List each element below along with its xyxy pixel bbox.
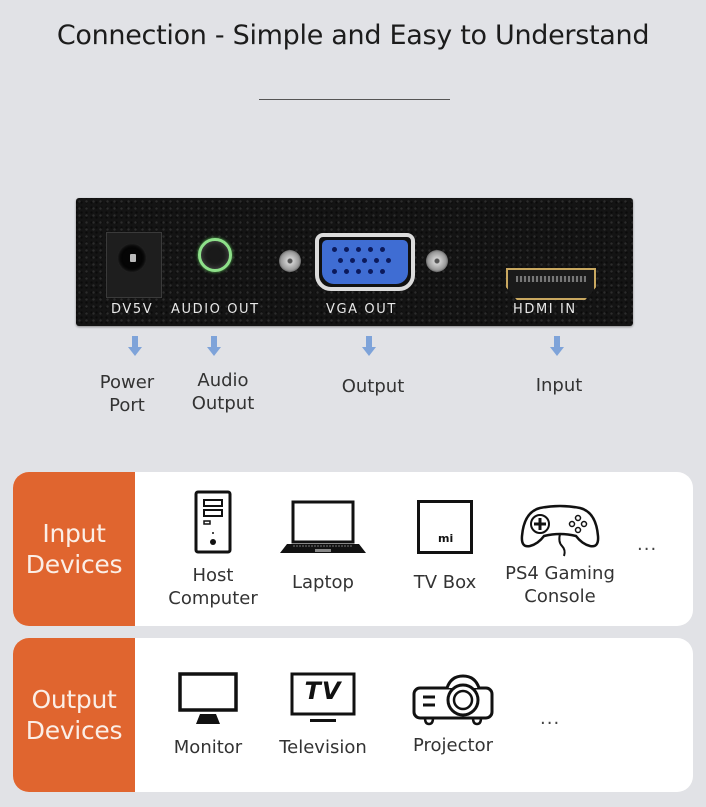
item-label: Computer xyxy=(168,588,258,609)
port-label-vga-out: VGA OUT xyxy=(326,302,397,317)
down-arrow-icon xyxy=(207,336,221,358)
caption-line: Power xyxy=(99,372,155,393)
device-tv-box: mi TV Box xyxy=(405,500,485,594)
device-host-computer: Host Computer xyxy=(163,490,263,610)
caption-line: Output xyxy=(191,393,255,414)
device-projector: Projector xyxy=(403,672,503,757)
item-label: Projector xyxy=(413,735,493,756)
item-label: Television xyxy=(279,737,367,758)
port-label-audio-out: AUDIO OUT xyxy=(171,302,260,317)
item-label: Host xyxy=(192,565,234,586)
vga-port-icon xyxy=(315,233,415,291)
item-label: Monitor xyxy=(173,737,243,758)
screw-icon xyxy=(279,250,301,272)
caption-line: Output xyxy=(341,376,405,397)
output-devices-tab: Output Devices xyxy=(13,638,135,792)
audio-jack-icon xyxy=(198,238,232,272)
desktop-tower-icon xyxy=(194,490,232,554)
item-label: Laptop xyxy=(292,572,354,593)
down-arrow-icon xyxy=(550,336,564,358)
device-ps4-console: PS4 Gaming Console xyxy=(500,502,620,608)
card-title-line: Devices xyxy=(25,716,123,745)
page-title: Connection - Simple and Easy to Understa… xyxy=(56,20,650,51)
converter-device-panel: DV5V AUDIO OUT VGA OUT HDMI IN xyxy=(76,198,633,326)
screw-icon xyxy=(426,250,448,272)
down-arrow-icon xyxy=(128,336,142,358)
input-devices-card: Input Devices Host Computer xyxy=(13,472,693,626)
device-television: TV Television xyxy=(278,672,368,759)
item-label: TV Box xyxy=(413,572,477,593)
laptop-icon xyxy=(279,500,367,554)
item-label: Console xyxy=(524,586,596,607)
title-divider xyxy=(259,99,450,100)
caption-line: Audio xyxy=(197,370,249,391)
output-devices-card: Output Devices Monitor TV Television xyxy=(13,638,693,792)
hdmi-port-icon xyxy=(506,268,596,300)
caption-line: Input xyxy=(535,375,583,396)
projector-icon xyxy=(411,672,495,728)
port-label-hdmi-in: HDMI IN xyxy=(513,302,577,317)
dc-power-jack-icon xyxy=(106,232,162,298)
card-title-line: Output xyxy=(31,685,117,714)
caption-output: Output xyxy=(332,375,414,398)
more-devices-ellipsis: ... xyxy=(540,708,561,729)
input-devices-tab: Input Devices xyxy=(13,472,135,626)
device-monitor: Monitor xyxy=(168,672,248,759)
caption-input: Input xyxy=(525,374,593,397)
card-title-line: Input xyxy=(42,519,106,548)
tv-logo-text: TV xyxy=(304,677,342,705)
caption-audio-output: Audio Output xyxy=(183,369,263,415)
card-title-line: Devices xyxy=(25,550,123,579)
tv-box-icon: mi xyxy=(417,500,473,554)
gamepad-icon xyxy=(520,502,600,558)
device-laptop: Laptop xyxy=(278,500,368,594)
more-devices-ellipsis: ... xyxy=(637,534,658,555)
monitor-icon xyxy=(178,672,238,726)
item-label: PS4 Gaming xyxy=(505,563,615,584)
caption-line: Port xyxy=(109,395,145,416)
down-arrow-icon xyxy=(362,336,376,358)
tv-box-logo: mi xyxy=(438,532,454,545)
port-label-dv5v: DV5V xyxy=(111,302,154,317)
caption-power-port: Power Port xyxy=(92,371,162,417)
television-icon: TV xyxy=(290,672,356,726)
